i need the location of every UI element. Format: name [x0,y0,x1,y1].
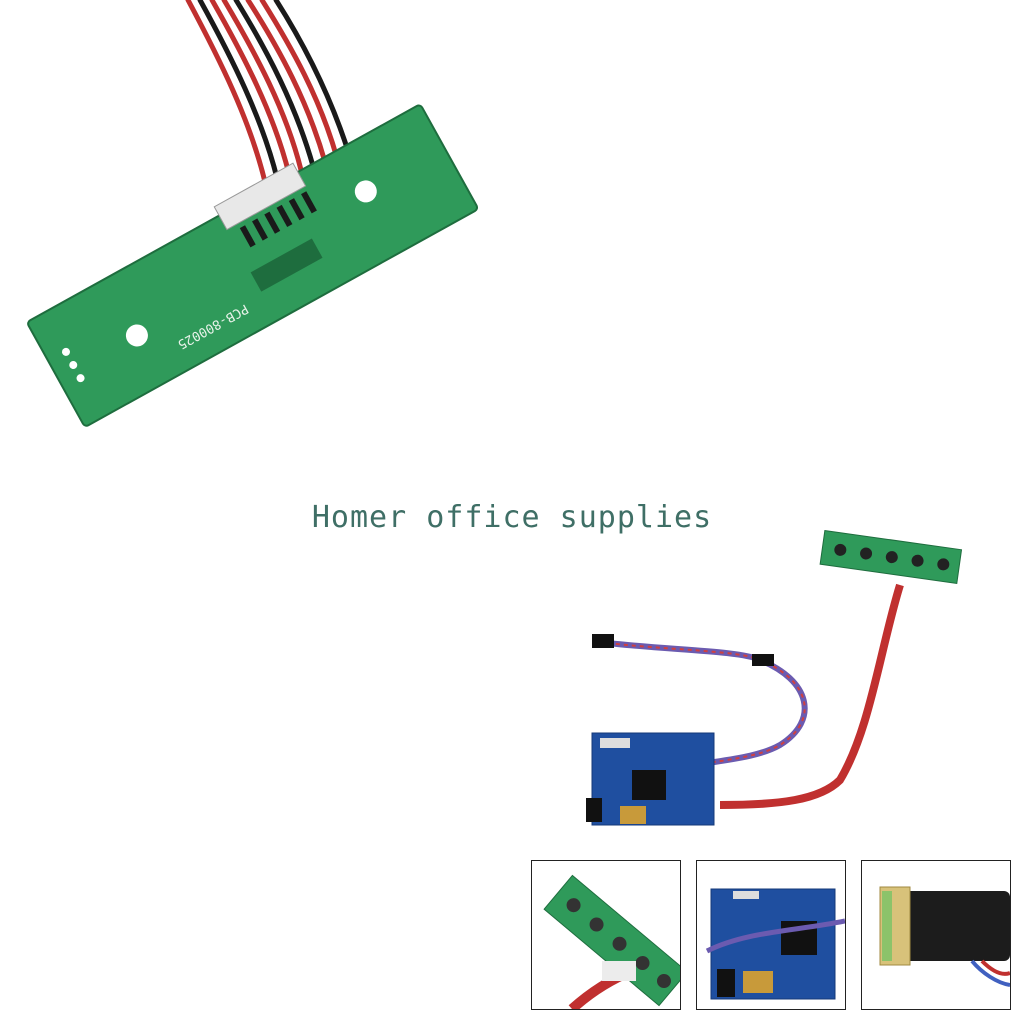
kit-photo [586,530,963,826]
mount-hole [354,180,377,203]
keypad-cable [719,583,904,809]
main-pcb-photo: PCB-800025 [27,0,479,427]
keypad-board [819,530,963,584]
driver-board-image [705,888,845,1000]
connector-header [213,162,307,231]
thumbnail-keypad[interactable] [531,860,681,1010]
lvds-connector [592,634,614,648]
keypad-board-image [543,874,680,1009]
chip [632,770,666,800]
hdmi-port [620,806,646,824]
watermark-text: Homer office supplies [311,500,713,535]
mount-hole [125,324,148,347]
thumbnail-connector[interactable] [861,860,1011,1010]
ribbon-connector-image [879,886,1010,987]
wire-harness [185,0,352,185]
pcb-board [27,104,479,427]
thumbnail-driver-board[interactable] [696,860,846,1010]
